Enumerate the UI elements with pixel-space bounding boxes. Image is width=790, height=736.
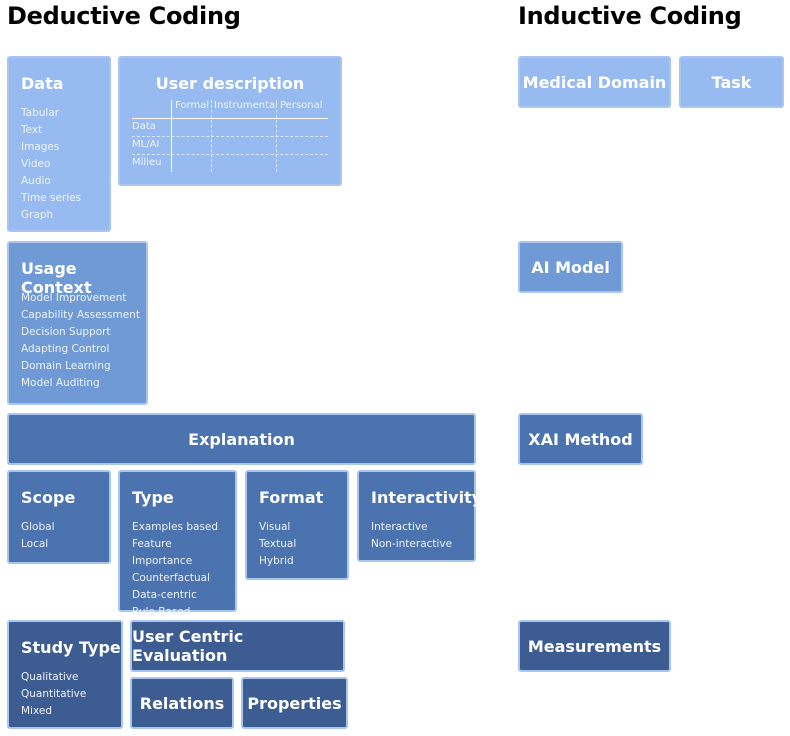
list-item: Data-centric bbox=[132, 589, 197, 601]
user-centric-evaluation-box: User Centric Evaluation bbox=[130, 620, 345, 672]
list-item: Visual bbox=[259, 521, 291, 533]
relations-title: Relations bbox=[139, 693, 225, 713]
list-item: Quantitative bbox=[21, 688, 87, 700]
list-item: Counterfactual bbox=[132, 572, 210, 584]
usage-context-items: Model Improvement Capability Assessment … bbox=[21, 290, 140, 392]
table-header-rule bbox=[132, 118, 328, 119]
relations-box: Relations bbox=[130, 677, 234, 729]
list-item: Hybrid bbox=[259, 555, 294, 567]
list-item: Rule Based bbox=[132, 606, 191, 618]
interactivity-box: Interactivity Interactive Non-interactiv… bbox=[357, 470, 482, 562]
format-box: Format Visual Textual Hybrid bbox=[245, 470, 349, 580]
deductive-coding-heading: Deductive Coding bbox=[7, 2, 241, 30]
table-row-divider bbox=[132, 154, 328, 155]
list-item: Images bbox=[21, 141, 60, 153]
scope-title: Scope bbox=[21, 488, 76, 507]
type-box: Type Examples based Feature Importance C… bbox=[118, 470, 237, 618]
list-item: Decision Support bbox=[21, 326, 111, 338]
type-items: Examples based Feature Importance Counte… bbox=[132, 519, 235, 621]
user-description-title: User description bbox=[155, 74, 305, 93]
list-item: Interactive bbox=[371, 521, 428, 533]
user-centric-evaluation-title: User Centric Evaluation bbox=[132, 627, 244, 665]
list-item: Textual bbox=[259, 538, 297, 550]
list-item: Non-interactive bbox=[371, 538, 453, 550]
properties-box: Properties bbox=[241, 677, 348, 729]
task-box: Task bbox=[679, 56, 784, 108]
measurements-box: Measurements bbox=[518, 620, 671, 672]
study-type-box: Study Type Qualitative Quantitative Mixe… bbox=[7, 620, 123, 729]
table-row-divider bbox=[132, 136, 328, 137]
medical-domain-title: Medical Domain bbox=[522, 72, 667, 92]
list-item: Domain Learning bbox=[21, 360, 111, 372]
list-item: Tabular bbox=[21, 107, 60, 119]
table-column-header: Formal bbox=[175, 100, 210, 111]
task-title: Task bbox=[711, 72, 752, 92]
usage-context-title: Usage Context bbox=[21, 259, 92, 297]
scope-box: Scope Global Local bbox=[7, 470, 111, 564]
data-box: Data Tabular Text Images Video Audio Tim… bbox=[7, 56, 111, 232]
list-item: Adapting Control bbox=[21, 343, 110, 355]
list-item: Local bbox=[21, 538, 49, 550]
format-title: Format bbox=[259, 488, 324, 507]
list-item: Text bbox=[21, 124, 43, 136]
inductive-coding-heading: Inductive Coding bbox=[518, 2, 742, 30]
user-description-box: User description Formal Instrumental Per… bbox=[118, 56, 342, 186]
data-title: Data bbox=[21, 74, 64, 93]
table-column-header: Personal bbox=[280, 100, 323, 111]
interactivity-items: Interactive Non-interactive bbox=[371, 519, 452, 553]
explanation-box: Explanation bbox=[7, 413, 476, 465]
type-title: Type bbox=[132, 488, 174, 507]
ai-model-box: AI Model bbox=[518, 241, 623, 293]
list-item: Time series bbox=[21, 192, 82, 204]
list-item: Video bbox=[21, 158, 51, 170]
xai-method-box: XAI Method bbox=[518, 413, 643, 465]
properties-title: Properties bbox=[247, 693, 342, 713]
list-item: Graph bbox=[21, 209, 54, 221]
list-item: Feature Importance bbox=[132, 538, 193, 567]
list-item: Examples based bbox=[132, 521, 219, 533]
list-item: Model Auditing bbox=[21, 377, 100, 389]
explanation-title: Explanation bbox=[188, 429, 295, 449]
format-items: Visual Textual Hybrid bbox=[259, 519, 296, 570]
measurements-title: Measurements bbox=[527, 636, 662, 656]
study-type-title: Study Type bbox=[21, 638, 121, 657]
interactivity-title: Interactivity bbox=[371, 488, 483, 507]
list-item: Audio bbox=[21, 175, 51, 187]
table-row-header: Data bbox=[132, 121, 156, 132]
xai-method-title: XAI Method bbox=[528, 429, 633, 449]
usage-context-box: Usage Context Model Improvement Capabili… bbox=[7, 241, 148, 405]
ai-model-title: AI Model bbox=[531, 257, 610, 277]
medical-domain-box: Medical Domain bbox=[518, 56, 671, 108]
list-item: Model Improvement bbox=[21, 292, 127, 304]
study-type-items: Qualitative Quantitative Mixed bbox=[21, 669, 86, 720]
list-item: Capability Assessment bbox=[21, 309, 140, 321]
list-item: Mixed bbox=[21, 705, 52, 717]
table-column-header: Instrumental bbox=[214, 100, 278, 111]
list-item: Qualitative bbox=[21, 671, 79, 683]
table-row-header: ML/AI bbox=[132, 139, 160, 150]
list-item: Global bbox=[21, 521, 55, 533]
scope-items: Global Local bbox=[21, 519, 55, 553]
data-items: Tabular Text Images Video Audio Time ser… bbox=[21, 105, 81, 224]
table-row-header: Milieu bbox=[132, 157, 162, 168]
